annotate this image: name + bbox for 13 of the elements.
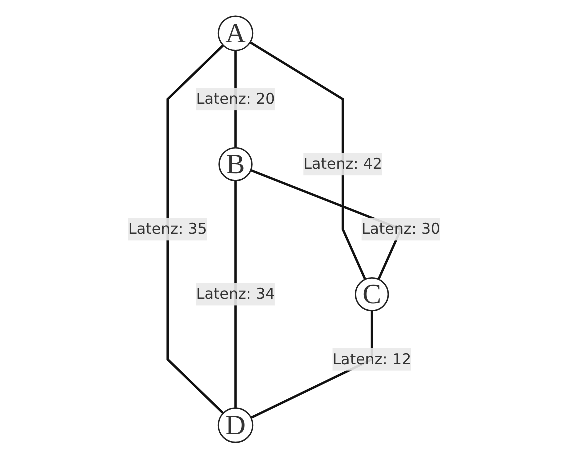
node-circle: C — [355, 277, 390, 312]
connector — [167, 44, 225, 414]
edge-label: Latenz: 12 — [333, 350, 412, 368]
connector — [235, 180, 238, 408]
edge-label: Latenz: 42 — [304, 155, 383, 173]
edge-label: Latenz: 30 — [362, 220, 442, 238]
node-circle: D — [218, 408, 254, 444]
node-circle: B — [219, 147, 254, 182]
edge-label: Latenz: 35 — [128, 220, 208, 238]
connector — [250, 42, 367, 280]
node-circle: A — [218, 16, 254, 52]
edge-label: Latenz: 20 — [196, 90, 276, 108]
edge-label: Latenz: 34 — [196, 285, 276, 303]
